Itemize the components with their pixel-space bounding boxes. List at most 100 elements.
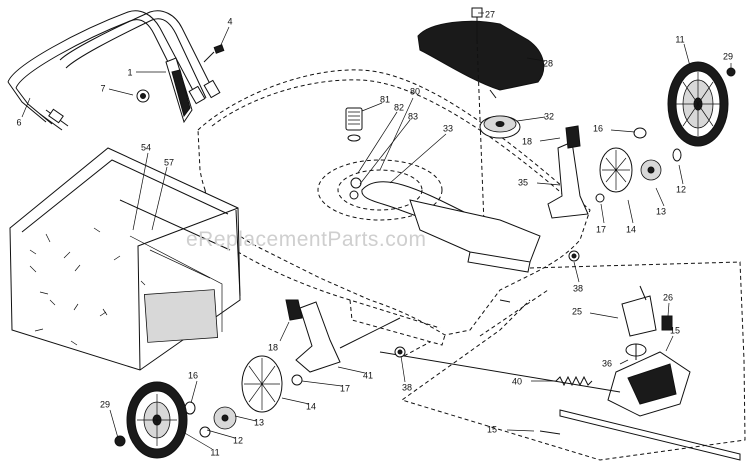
leader-line-c16a: [610, 129, 636, 133]
leader-line-c16b: [190, 380, 198, 404]
leader-line-c80: [379, 97, 414, 171]
nut-38: [394, 250, 580, 358]
callout-c83: 83: [408, 111, 418, 121]
callout-c32: 32: [544, 111, 554, 121]
leader-line-c12b: [206, 429, 236, 439]
leader-line-c38a: [573, 261, 580, 283]
callout-c33: 33: [443, 123, 453, 133]
callout-c18a: 18: [522, 136, 532, 146]
transmission-bracket-25: [621, 285, 673, 337]
leader-line-c57: [151, 166, 168, 231]
callout-c11b: 11: [210, 447, 219, 457]
knob-7: [136, 89, 150, 103]
knob-81: [345, 107, 363, 142]
leader-line-c14b: [281, 397, 310, 405]
leader-line-c13a: [655, 187, 665, 207]
callout-c80: 80: [410, 86, 420, 96]
leader-line-c38b: [400, 355, 406, 383]
leader-line-c32: [516, 116, 546, 122]
watermark: eReplacementParts.com: [186, 228, 426, 251]
callout-c14b: 14: [306, 401, 316, 411]
handle-assembly: [7, 10, 221, 131]
callout-c11a: 11: [675, 34, 684, 44]
leader-line-c81: [361, 102, 383, 112]
callout-c38a: 38: [573, 283, 583, 293]
callout-c17b: 17: [340, 383, 350, 393]
leader-line-c17a: [600, 203, 605, 224]
leader-line-c25: [589, 312, 619, 319]
callout-c35: 35: [518, 177, 528, 187]
leader-line-c11b: [182, 431, 213, 450]
callout-labels: 4 27 11 29 1 28 7 80 81 82 83 32 6 33 16 18 54 57 12 35 13 17…: [16, 9, 733, 457]
leader-line-c18a: [539, 137, 561, 142]
leader-line-c35: [536, 182, 561, 186]
pulley-32: [479, 115, 521, 139]
callout-c16b: 16: [188, 370, 198, 380]
leader-line-c28: [526, 57, 546, 62]
gear-train-left: [184, 355, 303, 438]
bolt-27: [471, 7, 483, 40]
callout-c15a: 15: [670, 325, 680, 335]
callout-c4: 4: [227, 16, 232, 26]
belt-cover-28: [417, 20, 545, 99]
leader-line-c12a: [678, 164, 684, 185]
leader-line-c14a: [627, 199, 634, 224]
assembly-frame: [400, 261, 746, 461]
height-adjuster-41: [285, 299, 401, 373]
leader-line-c11a: [683, 43, 691, 67]
callout-c6: 6: [16, 117, 21, 127]
callout-c41: 41: [363, 370, 373, 380]
drive-plate: [409, 199, 541, 273]
leader-line-c6: [21, 97, 31, 118]
handle-bracket-1: [165, 57, 193, 124]
leader-line-c36: [619, 359, 629, 365]
callout-c40: 40: [512, 376, 522, 386]
leader-line-c41: [337, 366, 366, 374]
callout-c12a: 12: [676, 184, 686, 194]
spring-40: [555, 375, 593, 387]
callout-c15b: 15: [487, 424, 497, 434]
leader-line-c7: [108, 88, 134, 96]
callout-c16a: 16: [593, 123, 603, 133]
transmission-36: [607, 343, 691, 417]
gear-train-right: [595, 127, 682, 203]
callout-c28: 28: [543, 58, 553, 68]
callout-c29a: 29: [723, 51, 733, 61]
callout-c81: 81: [380, 94, 390, 104]
leader-line-c18b: [279, 321, 290, 342]
callout-c25: 25: [572, 306, 582, 316]
leader-line-c83: [359, 119, 411, 185]
leader-line-c33: [389, 133, 447, 184]
callout-c1: 1: [127, 67, 132, 77]
leader-line-c54: [132, 152, 149, 231]
callout-c36: 36: [602, 358, 612, 368]
callout-c17a: 17: [596, 224, 606, 234]
callout-c29b: 29: [100, 399, 110, 409]
assembly-line-3: [403, 341, 431, 357]
callout-c82: 82: [394, 102, 404, 112]
front-wheel-11: [126, 381, 188, 459]
assembly-line: [476, 39, 486, 251]
leader-line-c15a: [665, 335, 674, 352]
leader-line-c4: [219, 26, 230, 48]
callout-c14a: 14: [626, 224, 636, 234]
leader-line-c26: [667, 302, 670, 317]
callout-c13a: 13: [656, 206, 666, 216]
callout-c27: 27: [485, 9, 495, 19]
callout-c26: 26: [663, 292, 673, 302]
rear-wheel-11: [667, 61, 729, 147]
leader-line-c29b: [109, 409, 119, 439]
callout-c12b: 12: [233, 435, 243, 445]
leader-line-c82: [357, 111, 398, 174]
nut-29: [726, 67, 736, 77]
callout-c57: 57: [164, 157, 174, 167]
bolt-4: [203, 44, 225, 63]
callout-c54: 54: [141, 142, 151, 152]
leader-line-c13b: [234, 415, 257, 422]
callout-c7: 7: [100, 83, 105, 93]
leader-line-c15b: [506, 429, 535, 432]
height-adjuster-35: [547, 125, 589, 219]
assembly-line-2: [479, 289, 549, 337]
